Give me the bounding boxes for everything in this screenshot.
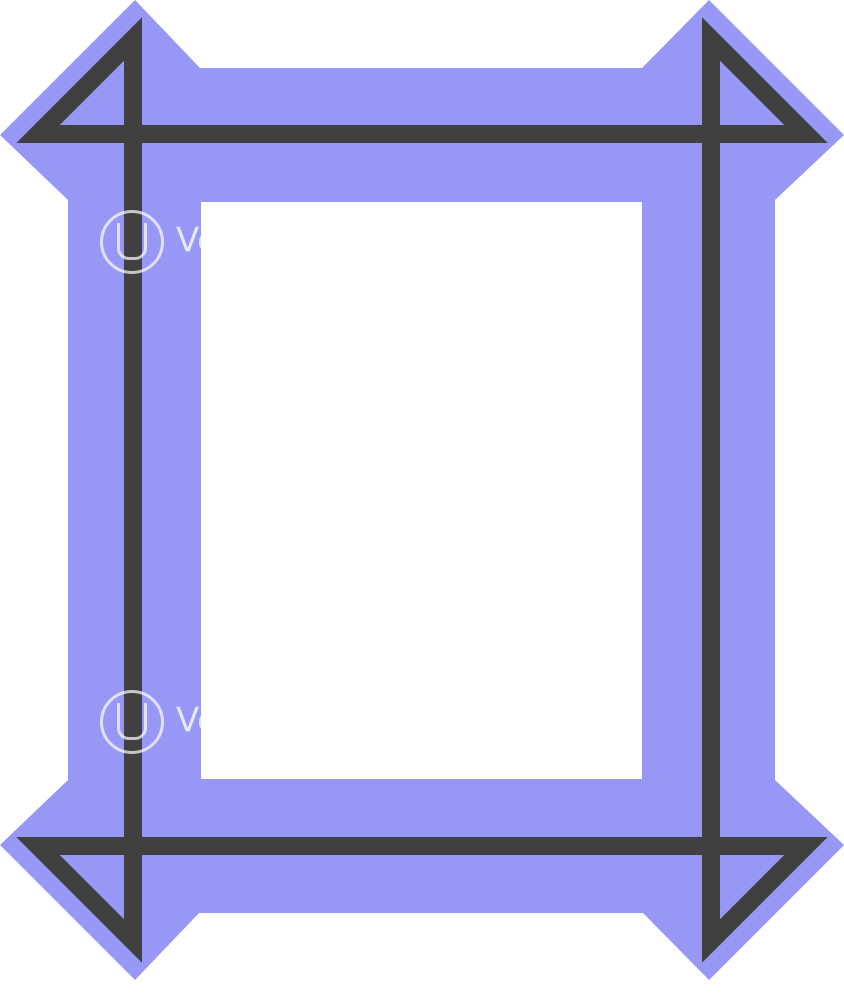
top-right-corner-fill — [642, 0, 844, 200]
frame-outline — [16, 17, 828, 963]
bottom-left-corner-outline — [16, 837, 142, 963]
bottom-left-corner-fill — [0, 780, 200, 980]
bottom-right-corner-fill — [642, 780, 844, 980]
top-left-corner-outline — [16, 17, 142, 143]
bottom-right-corner-outline — [702, 837, 828, 963]
inner-panel — [201, 202, 642, 779]
top-left-corner-fill — [0, 0, 200, 200]
top-right-corner-outline — [702, 17, 828, 143]
